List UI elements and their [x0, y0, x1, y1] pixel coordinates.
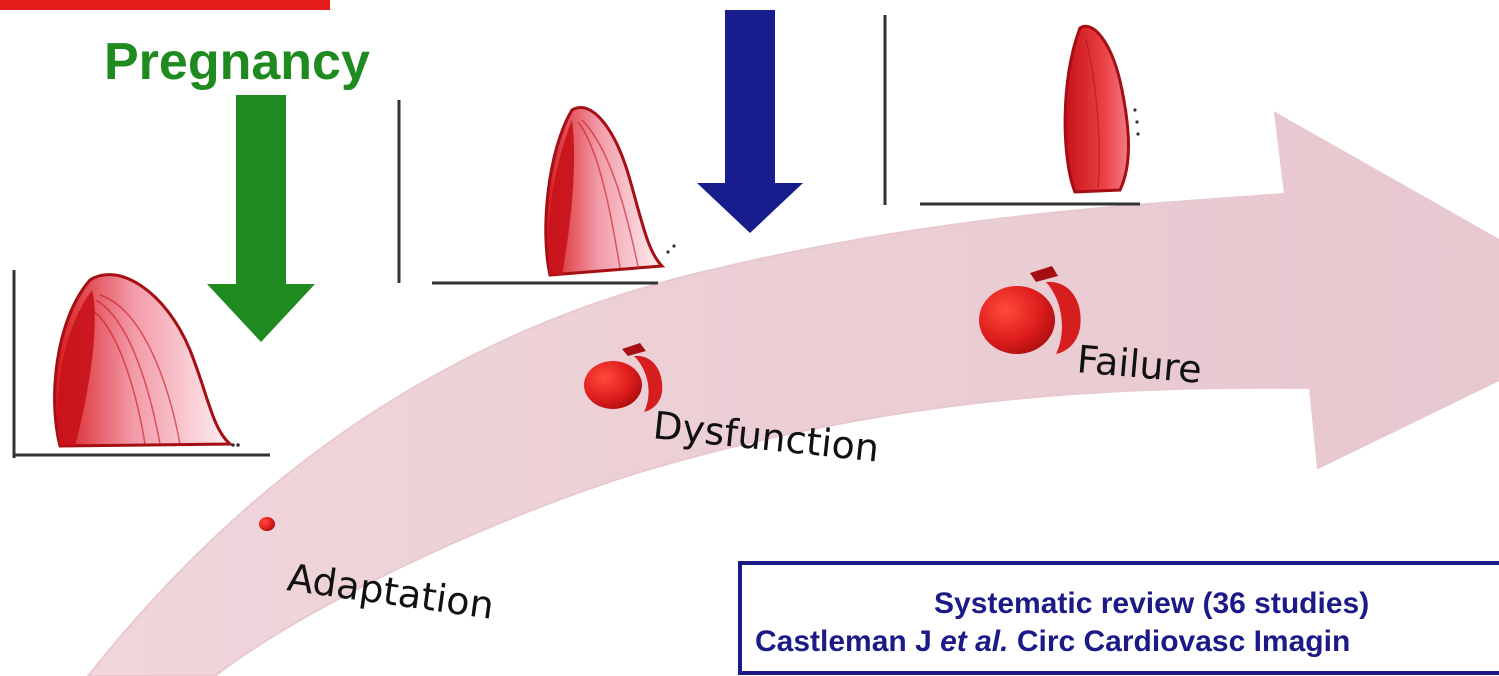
pv-loop-plot-failure: [885, 15, 1140, 205]
citation-etal: et al.: [940, 625, 1008, 658]
ventricle-icon: [259, 517, 275, 531]
citation-box: Systematic review (36 studies) Castleman…: [738, 561, 1499, 675]
citation-reference: Castleman J et al. Circ Cardiovasc Imagi…: [755, 623, 1350, 661]
pregnancy-label: Pregnancy: [104, 32, 370, 92]
ventricle-icon: [584, 361, 642, 409]
ventricle-icon: [979, 286, 1055, 354]
ventricle-adaptation: [259, 517, 275, 531]
citation-summary: Systematic review (36 studies): [934, 585, 1369, 623]
down-arrow-icon: [697, 10, 803, 233]
pregnancy-arrow: [207, 95, 315, 342]
citation-author: Castleman J: [755, 625, 932, 658]
pv-loop-plot-dysfunction: [399, 100, 676, 283]
down-arrow-icon: [207, 95, 315, 342]
blue-down-arrow: [697, 10, 803, 233]
citation-journal: Circ Cardiovasc Imagin: [1017, 625, 1350, 658]
